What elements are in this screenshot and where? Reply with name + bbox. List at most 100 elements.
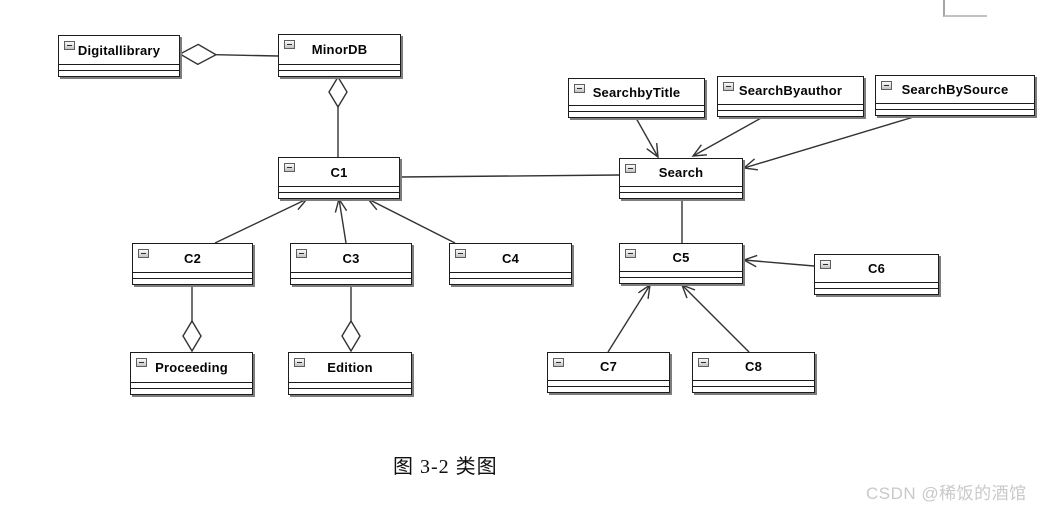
collapse-minus-icon: [455, 249, 466, 258]
class-name: C6: [867, 261, 886, 276]
class-box-C2: C2: [132, 243, 253, 285]
class-name: C5: [672, 250, 690, 265]
class-title-compartment: C7: [548, 353, 669, 380]
collapse-minus-icon: [723, 82, 734, 91]
attributes-compartment: [450, 272, 571, 278]
class-box-SearchBySource: SearchBySource: [875, 75, 1035, 116]
collapse-minus-icon: [574, 84, 585, 93]
class-box-MinorDB: MinorDB: [278, 34, 401, 77]
collapse-minus-icon: [284, 40, 295, 49]
class-title-compartment: C5: [620, 244, 742, 271]
class-title-compartment: SearchBySource: [876, 76, 1034, 103]
aggregation-diamond-Digitallibrary-MinorDB: [178, 43, 218, 66]
attributes-compartment: [548, 380, 669, 386]
class-box-SearchByauthor: SearchByauthor: [717, 76, 864, 117]
operations-compartment: [876, 109, 1034, 115]
class-box-SearchbyTitle: SearchbyTitle: [568, 78, 705, 118]
operations-compartment: [620, 192, 742, 198]
class-box-C5: C5: [619, 243, 743, 284]
class-box-Proceeding: Proceeding: [130, 352, 253, 395]
attributes-compartment: [133, 272, 252, 278]
attributes-compartment: [131, 382, 252, 388]
class-name: C8: [744, 359, 763, 374]
edge-directed-association-C2-C1: [214, 198, 308, 244]
collapse-minus-icon: [296, 249, 307, 258]
operations-compartment: [291, 278, 411, 284]
edge-directed-association-C3-C1: [338, 198, 347, 244]
class-title-compartment: Proceeding: [131, 353, 252, 382]
edge-aggregation-Digitallibrary-MinorDB: [215, 54, 279, 57]
attributes-compartment: [620, 271, 742, 277]
class-name: Search: [658, 165, 704, 180]
attributes-compartment: [279, 64, 400, 70]
edge-directed-association-C4-C1: [367, 198, 456, 244]
class-name: C2: [183, 250, 202, 266]
class-name: SearchByauthor: [738, 83, 843, 98]
operations-compartment: [131, 388, 252, 394]
edge-directed-association-C6-C5: [743, 259, 815, 267]
attributes-compartment: [59, 64, 179, 70]
operations-compartment: [815, 288, 938, 294]
class-title-compartment: C3: [291, 244, 411, 272]
class-name: SearchBySource: [901, 82, 1009, 97]
class-title-compartment: C4: [450, 244, 571, 272]
attributes-compartment: [279, 186, 399, 192]
operations-compartment: [450, 278, 571, 284]
class-title-compartment: C8: [693, 353, 814, 380]
class-title-compartment: C1: [279, 158, 399, 186]
class-title-compartment: C6: [815, 255, 938, 282]
figure-caption: 图 3-2 类图: [393, 456, 498, 478]
class-title-compartment: C2: [133, 244, 252, 272]
class-name: MinorDB: [311, 42, 368, 57]
collapse-minus-icon: [138, 249, 149, 258]
attributes-compartment: [693, 380, 814, 386]
class-box-Search: Search: [619, 158, 743, 199]
aggregation-diamond-C2-Proceeding: [182, 319, 202, 353]
operations-compartment: [620, 277, 742, 283]
operations-compartment: [59, 70, 179, 76]
operations-compartment: [289, 388, 411, 394]
attributes-compartment: [289, 382, 411, 388]
collapse-minus-icon: [64, 41, 75, 50]
operations-compartment: [279, 70, 400, 76]
class-name: Proceeding: [155, 360, 228, 375]
operations-compartment: [693, 386, 814, 392]
collapse-minus-icon: [625, 249, 636, 258]
operations-compartment: [279, 192, 399, 198]
edge-directed-association-C7-C5: [607, 284, 651, 353]
collapse-minus-icon: [881, 81, 892, 90]
class-name: C7: [599, 359, 618, 374]
collapse-minus-icon: [294, 358, 305, 367]
class-title-compartment: Search: [620, 159, 742, 186]
class-box-C4: C4: [449, 243, 572, 285]
operations-compartment: [718, 110, 863, 116]
collapse-minus-icon: [698, 358, 709, 367]
aggregation-diamond-C3-Edition: [341, 319, 361, 353]
class-name: Edition: [327, 360, 373, 375]
class-box-Digitallibrary: Digitallibrary: [58, 35, 180, 77]
class-box-Edition: Edition: [288, 352, 412, 395]
class-title-compartment: SearchbyTitle: [569, 79, 704, 105]
class-name: C4: [501, 250, 520, 266]
operations-compartment: [548, 386, 669, 392]
operations-compartment: [133, 278, 252, 284]
class-box-C1: C1: [278, 157, 400, 199]
edge-association-C1-Search: [399, 174, 620, 178]
class-name: SearchbyTitle: [592, 84, 681, 100]
attributes-compartment: [815, 282, 938, 288]
edge-directed-association-SearchbyTitle-Search: [635, 117, 659, 158]
class-box-C8: C8: [692, 352, 815, 393]
attributes-compartment: [291, 272, 411, 278]
collapse-minus-icon: [625, 164, 636, 173]
collapse-minus-icon: [284, 163, 295, 172]
csdn-watermark: CSDN @稀饭的酒馆: [866, 484, 1027, 503]
attributes-compartment: [569, 105, 704, 111]
class-title-compartment: Edition: [289, 353, 411, 382]
attributes-compartment: [620, 186, 742, 192]
attributes-compartment: [718, 104, 863, 110]
collapse-minus-icon: [820, 260, 831, 269]
class-box-C3: C3: [290, 243, 412, 285]
edge-directed-association-SearchByauthor-Search: [692, 116, 764, 157]
